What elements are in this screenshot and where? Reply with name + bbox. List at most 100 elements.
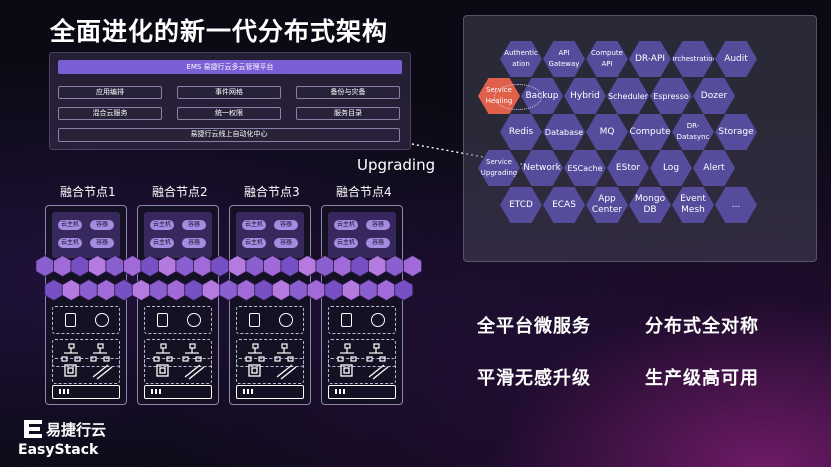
- service-label: ECAS: [552, 199, 576, 210]
- fabric-hex: [184, 279, 204, 301]
- network-box: [52, 339, 120, 367]
- cpu-memory-icon: [248, 364, 297, 380]
- cpu-memory-icon: [156, 364, 205, 380]
- ems-panel: EMS 易捷行云多云管理平台 应用编排 事件网格 备份与灾备 混合云服务 统一权…: [49, 52, 411, 150]
- ems-cell: 事件网格: [177, 86, 281, 99]
- storage-box: [328, 306, 396, 334]
- fabric-hex: [236, 279, 256, 301]
- service-hex: Redis: [500, 114, 542, 150]
- disk-icon: [157, 313, 168, 327]
- service-label: Alert: [703, 162, 725, 173]
- fabric-hex: [123, 255, 142, 277]
- service-hex: ESCache: [564, 150, 606, 186]
- service-label: Network: [523, 162, 561, 173]
- storage-box: [144, 306, 212, 334]
- disk-icon: [249, 313, 260, 327]
- fabric-hex: [166, 279, 186, 301]
- service-hex: ECAS: [543, 187, 585, 223]
- network-box: [328, 339, 396, 367]
- cpu-memory-icon: [64, 364, 113, 380]
- server-rack: [52, 385, 120, 399]
- ems-cell: 应用编排: [58, 86, 162, 99]
- compute-box: [236, 358, 304, 384]
- fabric-hex: [52, 255, 72, 277]
- service-hex: Espresso: [650, 78, 692, 114]
- search-disk-icon: [95, 313, 109, 327]
- fabric-hex: [402, 255, 423, 277]
- fabric-hex: [140, 255, 160, 277]
- service-label: EStor: [615, 162, 641, 173]
- fusion-node: 云主机 容器 云主机 容器: [137, 205, 219, 405]
- ems-cell: 服务目录: [296, 107, 400, 120]
- network-box: [236, 339, 304, 367]
- network-topology-icon: [337, 343, 386, 362]
- vm-chip: 云主机: [58, 238, 82, 248]
- node-workload-area: 云主机 容器 云主机 容器: [328, 212, 396, 258]
- node-label: 融合节点4: [336, 185, 392, 199]
- node-label: 融合节点1: [60, 185, 116, 199]
- ems-automation-center: 易捷行云线上自动化中心: [58, 128, 400, 142]
- service-hex: Alert: [693, 150, 735, 186]
- service-label: Database: [544, 127, 584, 137]
- service-hex: ETCD: [500, 187, 542, 223]
- service-hex: Network: [521, 150, 563, 186]
- fabric-hex: [35, 255, 55, 277]
- vm-chip: 云主机: [242, 220, 266, 230]
- fabric-hex: [70, 255, 90, 277]
- server-rack: [144, 385, 212, 399]
- node-workload-area: 云主机 容器 云主机 容器: [144, 212, 212, 258]
- fabric-hex: [44, 279, 64, 301]
- feature-text: 分布式全对称: [645, 316, 759, 337]
- network-topology-icon: [61, 343, 110, 362]
- vm-chip: 云主机: [334, 238, 358, 248]
- service-hex: EStor: [607, 150, 649, 186]
- node-label: 融合节点2: [152, 185, 208, 199]
- service-label: ETCD: [509, 199, 533, 210]
- fabric-hex: [96, 279, 116, 301]
- service-hex: DR-Datasync: [672, 114, 714, 150]
- service-hex: Compute: [629, 114, 671, 150]
- container-chip: 容器: [90, 220, 114, 230]
- container-chip: 容器: [182, 238, 206, 248]
- container-chip: 容器: [90, 238, 114, 248]
- service-label: MQ: [599, 126, 615, 137]
- server-rack: [328, 385, 396, 399]
- fabric-hex: [280, 255, 300, 277]
- logo-cn: 易捷行云: [46, 421, 107, 439]
- service-hex: DR-API: [629, 41, 671, 77]
- service-label: Audit: [724, 53, 748, 64]
- fusion-node: 云主机 容器 云主机 容器: [229, 205, 311, 405]
- cpu-memory-icon: [340, 364, 389, 380]
- fabric-hex: [227, 255, 248, 277]
- fabric-hex: [105, 255, 125, 277]
- service-hex: MQ: [586, 114, 628, 150]
- fabric-hex: [262, 255, 283, 277]
- service-label: Log: [662, 162, 680, 173]
- logo-en: EasyStack: [18, 442, 99, 458]
- fusion-node: 云主机 容器 云主机 容器: [321, 205, 403, 405]
- service-hex: Scheduler: [607, 78, 649, 114]
- feature-text: 全平台微服务: [477, 316, 591, 337]
- network-topology-icon: [153, 343, 202, 362]
- disk-icon: [341, 313, 352, 327]
- server-rack: [236, 385, 304, 399]
- hex-fabric: [35, 255, 423, 301]
- network-topology-icon: [245, 343, 294, 362]
- ems-platform-bar: EMS 易捷行云多云管理平台: [58, 60, 402, 74]
- search-disk-icon: [187, 313, 201, 327]
- search-disk-icon: [279, 313, 293, 327]
- upgrading-label: Upgrading: [357, 156, 436, 174]
- service-hex: ...: [715, 187, 757, 223]
- ems-cell: 备份与灾备: [296, 86, 400, 99]
- feature-text: 生产级高可用: [645, 368, 759, 389]
- compute-box: [328, 358, 396, 384]
- vm-chip: 云主机: [150, 238, 174, 248]
- container-chip: 容器: [366, 238, 390, 248]
- ems-cell: 混合云服务: [58, 107, 162, 120]
